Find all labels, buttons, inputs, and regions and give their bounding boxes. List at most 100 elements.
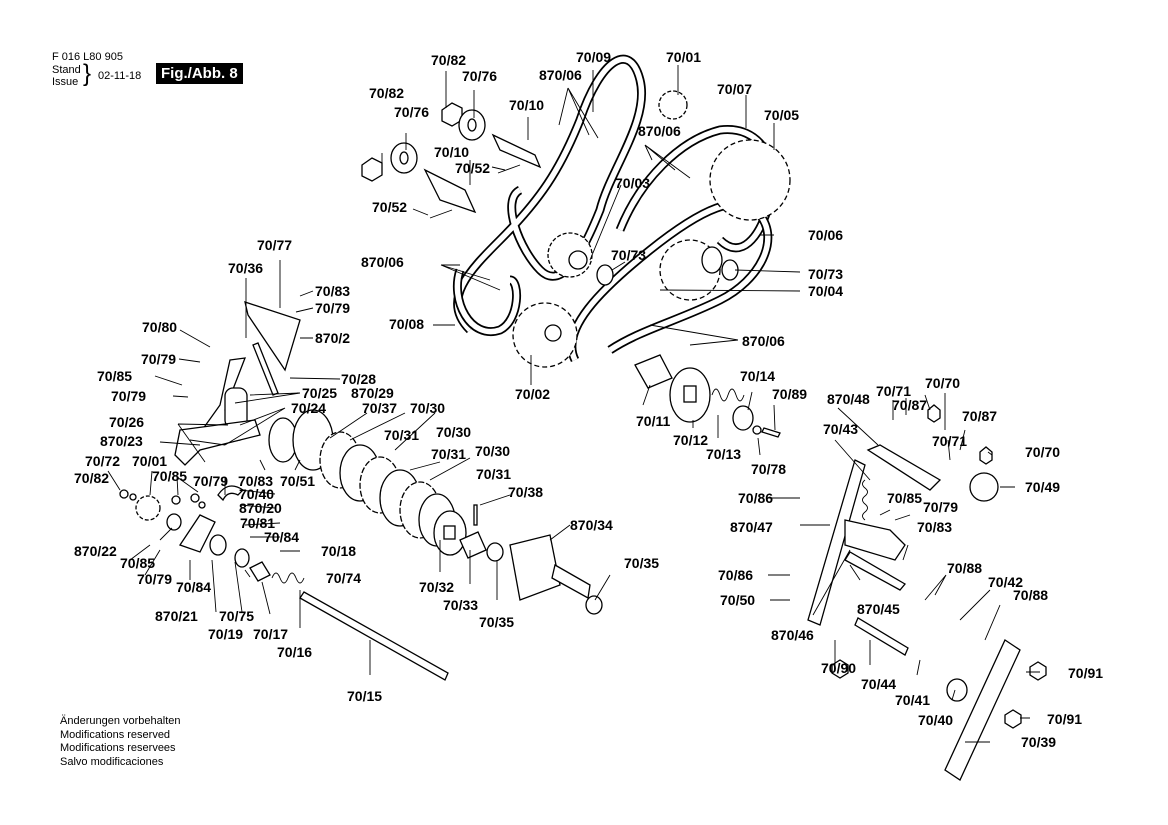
pin-drawing <box>473 504 478 526</box>
part-label: 70/84 <box>264 529 299 545</box>
part-label: 70/51 <box>280 473 315 489</box>
part-label: 70/79 <box>315 300 350 316</box>
part-label: 70/90 <box>821 660 856 676</box>
part-label: 70/36 <box>228 260 263 276</box>
bushing-drawing <box>486 542 504 562</box>
part-label: 70/32 <box>419 579 454 595</box>
part-label: 70/31 <box>384 427 419 443</box>
arm-drawing <box>866 444 942 491</box>
part-label: 70/80 <box>142 319 177 335</box>
part-label: 70/79 <box>193 473 228 489</box>
part-label: 70/24 <box>291 400 326 416</box>
footer-line-es: Salvo modificaciones <box>60 755 164 768</box>
leader-lines <box>107 65 1040 743</box>
part-label: 70/33 <box>443 597 478 613</box>
part-label: 870/23 <box>100 433 143 449</box>
part-label: 70/79 <box>923 499 958 515</box>
part-label: 70/35 <box>479 614 514 630</box>
part-label: 70/31 <box>476 466 511 482</box>
long-shaft-drawing <box>299 591 449 681</box>
part-label: 870/20 <box>239 500 282 516</box>
part-label: 70/01 <box>132 453 167 469</box>
part-label: 70/88 <box>947 560 982 576</box>
part-label: 70/52 <box>372 199 407 215</box>
part-label: 70/37 <box>362 400 397 416</box>
part-label: 70/25 <box>302 385 337 401</box>
part-label: 70/70 <box>925 375 960 391</box>
part-label: 70/01 <box>666 49 701 65</box>
part-label: 70/86 <box>718 567 753 583</box>
part-label: 70/75 <box>219 608 254 624</box>
bracket-drawing <box>844 519 906 561</box>
nut-drawing <box>831 659 849 679</box>
hex-hole <box>683 385 697 403</box>
part-label: 70/39 <box>1021 734 1056 750</box>
part-label: 70/09 <box>576 49 611 65</box>
part-label: 70/52 <box>455 160 490 176</box>
part-label: 70/05 <box>764 107 799 123</box>
part-label: 870/21 <box>155 608 198 624</box>
sprocket-drawing <box>135 495 161 521</box>
part-label: 70/70 <box>1025 444 1060 460</box>
part-label: 70/02 <box>515 386 550 402</box>
axle-drawing <box>854 617 909 656</box>
nut-drawing <box>171 495 181 505</box>
figure-label: Fig./Abb. 8 <box>156 63 243 84</box>
chain-inner <box>617 126 776 251</box>
footer-line-fr: Modifications reservees <box>60 742 176 754</box>
part-label: 70/83 <box>238 473 273 489</box>
sleeve-drawing <box>249 561 271 582</box>
part-label: 70/07 <box>717 81 752 97</box>
part-label: 870/22 <box>74 543 117 559</box>
part-label: 870/47 <box>730 519 773 535</box>
part-label: 70/79 <box>137 571 172 587</box>
knob-drawing <box>969 472 999 502</box>
shaft-drawing <box>491 133 542 169</box>
sprocket-hub <box>544 324 562 342</box>
part-label: 70/06 <box>808 227 843 243</box>
brace-glyph: } <box>83 60 92 87</box>
part-label: 70/83 <box>315 283 350 299</box>
part-label: 870/48 <box>827 391 870 407</box>
part-label: 70/79 <box>111 388 146 404</box>
nut-drawing <box>927 404 941 423</box>
drawing-layer <box>119 54 1047 781</box>
part-label: 870/29 <box>351 385 394 401</box>
part-label: 70/76 <box>394 104 429 120</box>
part-label: 70/91 <box>1047 711 1082 727</box>
part-label: 870/06 <box>742 333 785 349</box>
part-label: 70/91 <box>1068 665 1103 681</box>
part-label: 870/06 <box>539 67 582 83</box>
part-label: 70/42 <box>988 574 1023 590</box>
bracket-drawing <box>174 419 261 466</box>
part-label: 70/79 <box>141 351 176 367</box>
axle-drawing <box>844 551 906 591</box>
part-label: 70/41 <box>895 692 930 708</box>
part-label: 70/89 <box>772 386 807 402</box>
issue-label: Issue <box>52 76 79 88</box>
part-label: 70/85 <box>152 468 187 484</box>
part-label: 70/82 <box>74 470 109 486</box>
part-label: 70/86 <box>738 490 773 506</box>
washer-drawing <box>234 548 250 568</box>
part-label: 70/35 <box>624 555 659 571</box>
part-label: 870/2 <box>315 330 350 346</box>
stand-label: Stand <box>52 64 81 76</box>
part-label: 70/82 <box>369 85 404 101</box>
spring-drawing <box>711 388 745 402</box>
plate-drawing <box>244 301 301 372</box>
washer-drawing <box>198 501 206 509</box>
part-label: 70/74 <box>326 570 361 586</box>
footer-notice: Änderungen vorbehalten Modifications res… <box>60 715 180 769</box>
washer-hole <box>467 118 477 132</box>
coupling-drawing <box>509 534 561 601</box>
part-label: 70/71 <box>876 383 911 399</box>
washer-drawing <box>752 425 762 435</box>
bearing-drawing <box>701 246 723 274</box>
part-label: 70/83 <box>917 519 952 535</box>
part-label: 70/38 <box>508 484 543 500</box>
part-label: 70/85 <box>97 368 132 384</box>
sprocket-drawing <box>709 139 791 221</box>
part-label: 70/16 <box>277 644 312 660</box>
part-label: 70/77 <box>257 237 292 253</box>
